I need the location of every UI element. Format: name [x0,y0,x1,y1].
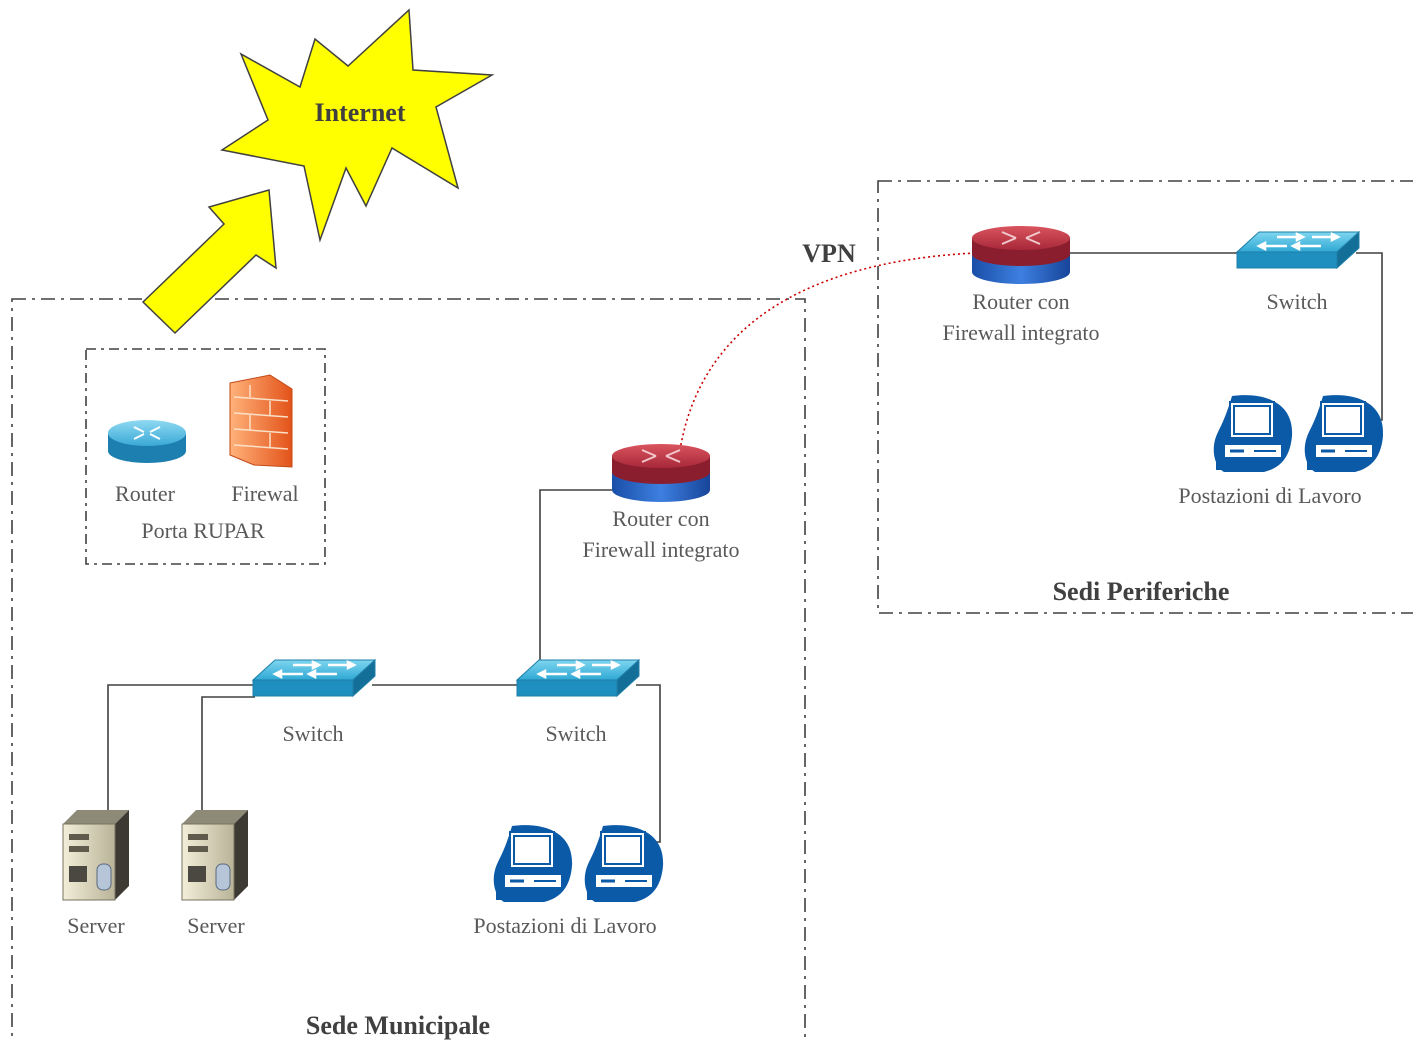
switch-icon [1235,230,1361,270]
router-firewall-icon [971,225,1071,285]
workstation-icon [583,823,665,904]
rupar-boundary [85,348,326,565]
switch-label-right: Switch [545,721,607,746]
firewall-icon [229,374,293,468]
server-label-1: Server [67,913,125,938]
branch-router-label-1: Router con [972,289,1070,314]
server-label-2: Server [187,913,245,938]
rupar-router-label: Router [115,481,175,506]
internet-label: Internet [314,98,406,127]
municipal-router-label-2: Firewall integrato [582,537,740,562]
branch-switch-label: Switch [1266,289,1328,314]
arrow-icon [141,189,277,335]
municipal-links [107,489,661,843]
workstation-icon [1303,393,1385,474]
vpn-label: VPN [802,239,856,268]
municipal-workstations-label: Postazioni di Lavoro [473,913,657,938]
switch-label-left: Switch [282,721,344,746]
municipal-title: Sede Municipale [305,1011,491,1040]
rupar-title: Porta RUPAR [141,518,265,543]
router-icon [108,420,186,463]
server-icon [181,809,249,901]
vpn-link [679,252,976,451]
branch-router-label-2: Firewall integrato [942,320,1100,345]
switch-icon [251,658,377,698]
internet-starburst-icon [220,8,495,243]
switch-icon [515,658,641,698]
branch-title: Sedi Periferiche [1052,577,1230,606]
router-firewall-icon [611,443,711,503]
workstation-icon [492,823,574,904]
municipal-router-label-1: Router con [612,506,710,531]
workstation-icon [1212,393,1294,474]
server-icon [62,809,130,901]
rupar-firewall-label: Firewal [231,481,299,506]
branch-links [1068,252,1383,421]
branch-workstations-label: Postazioni di Lavoro [1178,483,1362,508]
municipal-boundary [11,298,806,1042]
